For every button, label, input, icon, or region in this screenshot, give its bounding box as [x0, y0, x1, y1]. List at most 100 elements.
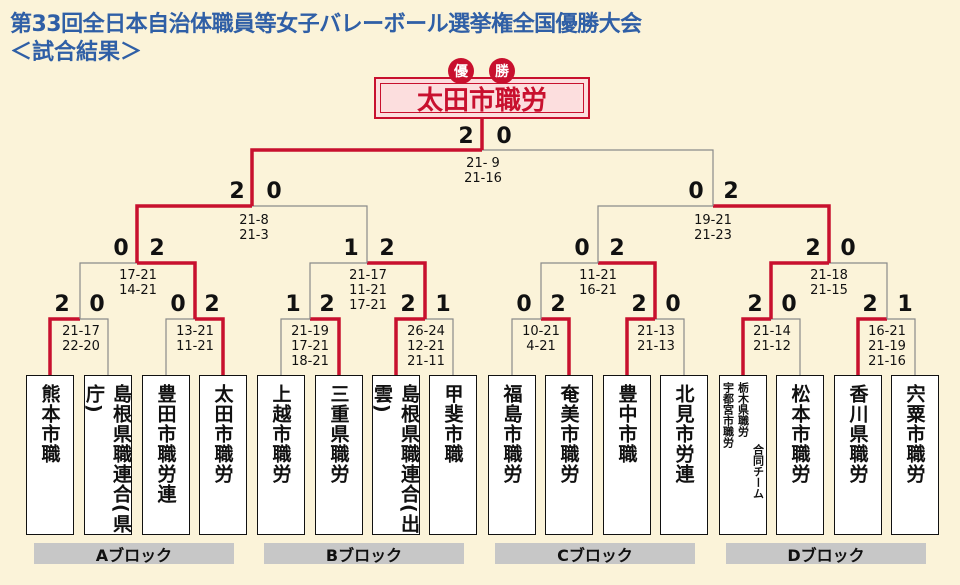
r1-2-sets: 13-21 11-21 — [176, 324, 214, 354]
r2-3-score-left: 0 — [574, 236, 590, 261]
r1-8-score-left: 2 — [862, 292, 878, 317]
match-final — [250, 119, 714, 206]
r1-1-score-left: 2 — [54, 292, 70, 317]
team-name: 島根県職連合(県庁) — [83, 384, 132, 534]
r1-8-score-right: 1 — [897, 292, 913, 317]
team-name-part: 宇都宮市職労 — [721, 382, 735, 448]
r2-4-score-left: 2 — [805, 236, 821, 261]
sf2-sets: 19-21 21-23 — [694, 213, 732, 243]
team-name: 松本市職労 — [788, 384, 811, 484]
r2-3-sets: 11-21 16-21 — [579, 268, 617, 298]
r2-4-sets: 21-18 21-15 — [810, 268, 848, 298]
match-r1-8 — [856, 317, 916, 375]
team-box: 三重県職労 — [315, 375, 363, 535]
r1-3-sets: 21-19 17-21 18-21 — [291, 324, 329, 369]
r1-7-sets: 21-14 21-12 — [753, 324, 791, 354]
r1-6-score-left: 2 — [631, 292, 647, 317]
team-box: 香川県職労 — [834, 375, 882, 535]
r1-1-sets: 21-17 22-20 — [62, 324, 100, 354]
team-name: 島根県職連合(出雲) — [371, 384, 420, 534]
r2-3-score-right: 2 — [609, 236, 625, 261]
r1-7-score-left: 2 — [747, 292, 763, 317]
team-box: 奄美市職労 — [545, 375, 593, 535]
team-box: 熊本市職 — [26, 375, 74, 535]
team-box: 島根県職連合(出雲) — [371, 375, 420, 535]
team-box: 福島市職労 — [488, 375, 536, 535]
team-box: 上越市職労 — [257, 375, 305, 535]
r1-4-sets: 26-24 12-21 21-11 — [407, 324, 445, 369]
team-name: 上越市職労 — [269, 384, 292, 484]
sf1-score-right: 0 — [266, 179, 282, 204]
champion-box: 太田市職労 — [374, 77, 590, 119]
match-r1-1 — [48, 317, 109, 375]
r1-5-score-left: 0 — [516, 292, 532, 317]
page-title: 第33回全日本自治体職員等女子バレーボール選挙権全国優勝大会 — [10, 12, 642, 37]
match-r2-2 — [309, 261, 427, 319]
team-box: 甲斐市職 — [429, 375, 477, 535]
r2-2-score-left: 1 — [343, 236, 359, 261]
team-box: 北見市労連 — [660, 375, 708, 535]
team-box: 松本市職労 — [776, 375, 824, 535]
r1-2-score-right: 2 — [204, 292, 220, 317]
r2-2-score-right: 2 — [379, 236, 395, 261]
team-name: 熊本市職 — [38, 384, 61, 464]
match-sf-1 — [135, 204, 368, 263]
match-r2-1 — [79, 261, 197, 319]
team-box: 宍粟市職労 — [891, 375, 939, 535]
block-label-c: Cブロック — [495, 543, 695, 565]
team-name: 豊中市職 — [615, 384, 638, 464]
match-r2-4 — [769, 261, 888, 319]
r2-1-sets: 17-21 14-21 — [119, 268, 157, 298]
team-box: 豊中市職 — [603, 375, 651, 535]
team-box: 豊田市職労連 — [142, 375, 190, 535]
r1-2-score-left: 0 — [170, 292, 186, 317]
final-score-right: 0 — [496, 124, 512, 149]
match-r1-5 — [511, 317, 571, 375]
team-name: 福島市職労 — [500, 384, 523, 484]
final-score-left: 2 — [458, 124, 474, 149]
page-subtitle: ＜試合結果＞ — [10, 40, 143, 65]
r1-7-score-right: 0 — [781, 292, 797, 317]
team-box: 島根県職連合(県庁) — [83, 375, 132, 535]
team-name: 北見市労連 — [672, 384, 695, 484]
block-label-b: Bブロック — [264, 543, 464, 565]
team-name: 甲斐市職 — [441, 384, 464, 464]
team-name-part: 合同チーム — [751, 444, 765, 499]
r2-1-score-right: 2 — [149, 236, 165, 261]
match-r1-6 — [625, 317, 685, 375]
r1-4-score-right: 1 — [435, 292, 451, 317]
match-r1-3 — [280, 317, 341, 375]
team-box-joint: 宇都宮市職労 栃木県職労 合同チーム — [719, 375, 767, 535]
final-sets: 21- 9 21-16 — [464, 156, 502, 186]
team-name: 奄美市職労 — [557, 384, 580, 484]
match-sf-2 — [597, 204, 831, 263]
r1-4-score-left: 2 — [400, 292, 416, 317]
sf2-score-right: 2 — [723, 179, 739, 204]
r1-8-sets: 16-21 21-19 21-16 — [868, 324, 906, 369]
block-label-a: Aブロック — [34, 543, 234, 565]
r2-1-score-left: 0 — [113, 236, 129, 261]
match-r1-2 — [165, 317, 225, 375]
block-label-d: Dブロック — [726, 543, 926, 565]
team-name: 宍粟市職労 — [903, 384, 926, 484]
team-box: 太田市職労 — [199, 375, 247, 535]
r1-3-score-left: 1 — [285, 292, 301, 317]
r1-3-score-right: 2 — [319, 292, 335, 317]
match-r1-4 — [394, 317, 454, 375]
match-r2-3 — [540, 261, 657, 319]
team-name: 三重県職労 — [327, 384, 350, 484]
r1-1-score-right: 0 — [89, 292, 105, 317]
sf1-score-left: 2 — [229, 179, 245, 204]
champion-label-yu: 優 — [448, 58, 474, 84]
team-name-part: 栃木県職労 — [736, 382, 750, 437]
match-r1-7 — [741, 317, 801, 375]
r2-2-sets: 21-17 11-21 17-21 — [349, 268, 387, 313]
sf2-score-left: 0 — [688, 179, 704, 204]
team-name: 太田市職労 — [211, 384, 234, 484]
sf1-sets: 21-8 21-3 — [239, 213, 269, 243]
r1-5-score-right: 2 — [550, 292, 566, 317]
r1-6-score-right: 0 — [665, 292, 681, 317]
r2-4-score-right: 0 — [840, 236, 856, 261]
r1-6-sets: 21-13 21-13 — [637, 324, 675, 354]
